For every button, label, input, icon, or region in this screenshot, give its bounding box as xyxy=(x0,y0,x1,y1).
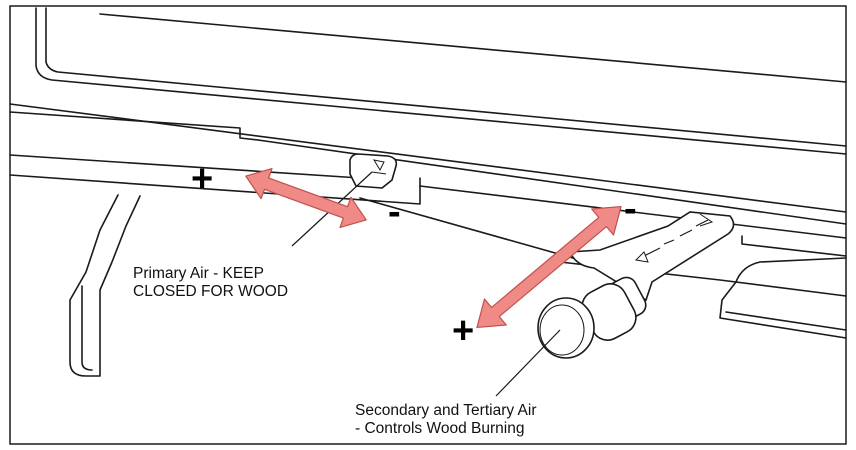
stove-lower-ledge xyxy=(359,197,581,261)
right-foot-edge xyxy=(725,311,847,331)
primary-air-label-line-2: CLOSED FOR WOOD xyxy=(133,283,289,300)
secondary-air-label-line-2: - Controls Wood Burning xyxy=(355,420,525,437)
primary-air-slider[interactable] xyxy=(349,153,398,189)
primary-air-minus-sign: - xyxy=(388,191,401,233)
secondary-air-minus-sign: - xyxy=(624,188,637,230)
panel-top-line xyxy=(99,13,847,83)
secondary-air-label-line-1: Secondary and Tertiary Air xyxy=(355,402,537,419)
door-frame-edge-2 xyxy=(9,111,259,141)
stove-front-top xyxy=(9,154,361,179)
diagram-frame xyxy=(9,5,847,445)
stove-front-step xyxy=(9,174,421,205)
primary-air-plus-sign: + xyxy=(191,158,214,200)
right-foot xyxy=(719,257,847,339)
air-control-knob[interactable] xyxy=(537,274,649,359)
secondary-air-arrow xyxy=(476,205,622,329)
left-leg-inner xyxy=(81,285,93,371)
primary-air-arrow xyxy=(245,168,367,228)
glass-panel-inner xyxy=(45,7,847,147)
secondary-air-plus-sign: + xyxy=(452,310,475,352)
secondary-air-lever[interactable] xyxy=(568,211,735,302)
secondary-air-leader-line xyxy=(495,329,561,397)
primary-air-label-line-1: Primary Air - KEEP xyxy=(133,265,264,282)
left-leg xyxy=(69,194,141,377)
glass-panel-outline xyxy=(35,7,847,155)
stove-front-mid xyxy=(419,185,847,239)
stove-right-slot xyxy=(741,235,847,257)
